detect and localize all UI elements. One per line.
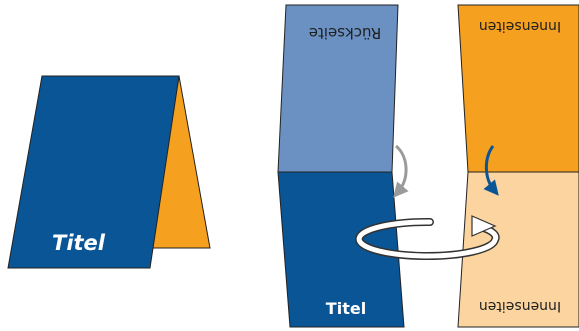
front-panel [277, 171, 405, 328]
front-panel-label: Titel [326, 299, 366, 318]
inner-side-sheet: Innenseiten Innenseiten [457, 4, 579, 328]
back-panel-label: Rückseite [309, 24, 382, 42]
folded-card-front-panel [7, 75, 180, 269]
inner-bottom-label: Innenseiten [479, 298, 561, 314]
rotate-arrow-icon [355, 215, 500, 260]
inner-top-panel [457, 4, 579, 173]
inner-bottom-panel [457, 171, 579, 328]
folded-card: Titel [7, 75, 211, 269]
curved-arrow-down-icon [483, 145, 499, 196]
curved-arrow-down-icon [393, 144, 409, 198]
outer-side-sheet: Rückseite Titel [277, 4, 405, 328]
folded-card-title: Titel [52, 231, 106, 255]
inner-top-label: Innenseiten [479, 18, 561, 34]
